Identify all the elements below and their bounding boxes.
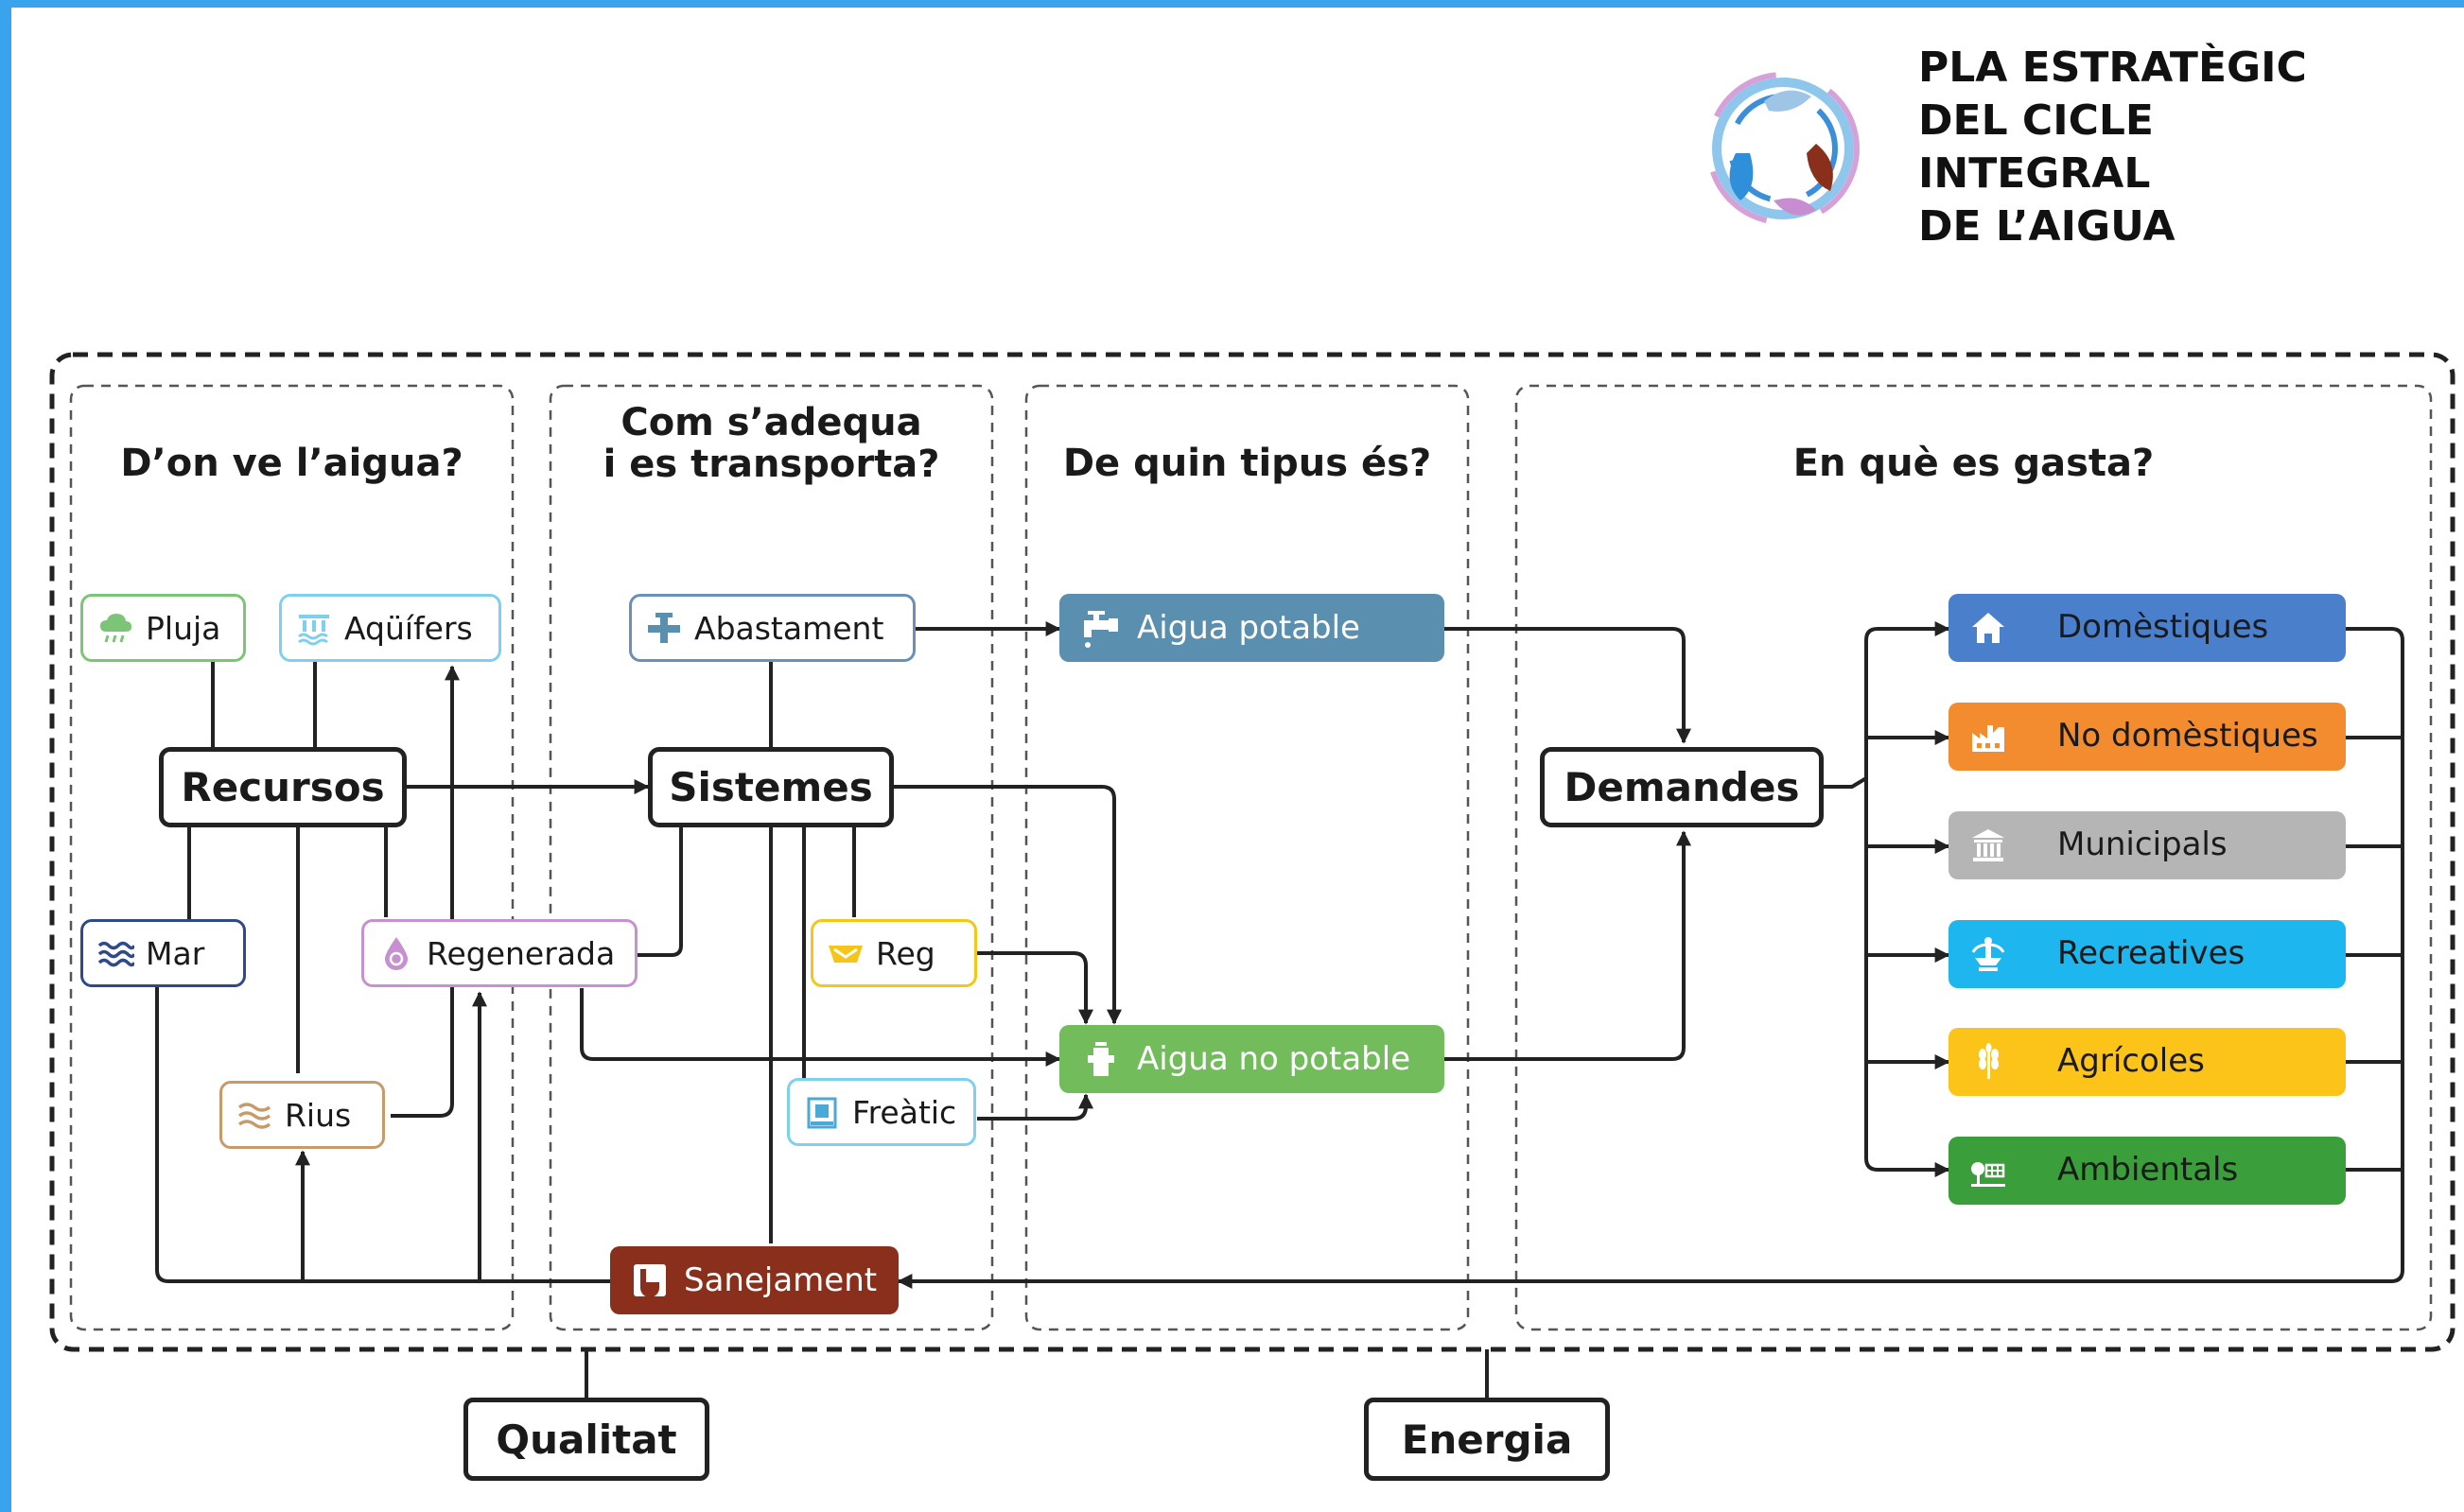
node-sanejament: Sanejament	[610, 1246, 899, 1314]
aquifer-icon	[295, 609, 333, 647]
demand-ambientals: Ambientals	[1948, 1137, 2346, 1205]
demand-no-domestiques: No domèstiques	[1948, 703, 2346, 771]
demand-domestiques: Domèstiques	[1948, 594, 2346, 662]
node-pluja-label: Pluja	[146, 609, 221, 647]
waves-icon	[96, 934, 134, 972]
node-mar: Mar	[80, 919, 246, 987]
column-title-transport: Com s’adequa i es transporta?	[550, 402, 992, 485]
logo-title-line: INTEGRAL	[1918, 149, 2151, 198]
demand-domestiques-label: Domèstiques	[2057, 608, 2269, 646]
node-aigua-potable: Aigua potable	[1059, 594, 1444, 662]
node-mar-label: Mar	[146, 934, 205, 972]
sanitation-icon	[631, 1261, 669, 1299]
demand-recreatives: Recreatives	[1948, 920, 2346, 988]
node-aquifers-label: Aqüífers	[344, 609, 473, 647]
rain-cloud-icon	[96, 609, 134, 647]
column-title-origin: D’on ve l’aigua?	[120, 442, 463, 485]
demand-no-domestiques-label: No domèstiques	[2057, 717, 2318, 755]
irrigation-channel-icon	[827, 934, 865, 972]
demand-municipals-label: Municipals	[2057, 826, 2228, 863]
node-demandes: Demandes	[1540, 747, 1824, 827]
node-aigua-potable-label: Aigua potable	[1137, 609, 1360, 647]
node-freatic: Freàtic	[787, 1078, 976, 1146]
building-columns-icon	[1969, 826, 2007, 864]
factory-icon	[1969, 718, 2007, 756]
node-regenerada-label: Regenerada	[427, 934, 616, 972]
river-icon	[236, 1096, 273, 1134]
footer-energia: Energia	[1364, 1398, 1610, 1481]
node-aigua-no-potable: Aigua no potable	[1059, 1025, 1444, 1093]
hydrant-icon	[1080, 1038, 1122, 1080]
node-rius-label: Rius	[285, 1096, 352, 1134]
house-icon	[1969, 609, 2007, 647]
well-icon	[803, 1093, 841, 1131]
demand-agricoles: Agrícoles	[1948, 1028, 2346, 1096]
logo-title: PLA ESTRATÈGIC DEL CICLE INTEGRAL DE L’A…	[1918, 42, 2307, 253]
logo-emblem	[1698, 59, 1868, 238]
logo-title-line: DE L’AIGUA	[1918, 202, 2176, 251]
logo-title-line: DEL CICLE	[1918, 96, 2154, 145]
demand-ambientals-label: Ambientals	[2057, 1151, 2239, 1189]
fountain-icon	[1969, 935, 2007, 973]
column-title-use: En què es gasta?	[1792, 442, 2155, 485]
wheat-icon	[1969, 1043, 2007, 1081]
node-aigua-no-potable-label: Aigua no potable	[1137, 1040, 1411, 1078]
demand-recreatives-label: Recreatives	[2057, 934, 2246, 972]
node-pluja: Pluja	[80, 594, 246, 662]
node-sanejament-label: Sanejament	[684, 1261, 878, 1299]
node-sistemes: Sistemes	[648, 747, 894, 827]
column-title-type: De quin tipus és?	[1062, 442, 1432, 485]
column-title-transport-line1: Com s’adequa	[620, 401, 922, 444]
logo-title-line: PLA ESTRATÈGIC	[1918, 43, 2307, 92]
node-regenerada: Regenerada	[361, 919, 638, 987]
node-reg-label: Reg	[876, 934, 935, 972]
node-aquifers: Aqüífers	[279, 594, 501, 662]
window-frame-left	[0, 0, 11, 1512]
recycled-drop-icon	[377, 934, 415, 972]
demand-municipals: Municipals	[1948, 811, 2346, 879]
node-recursos: Recursos	[159, 747, 407, 827]
node-abastament-label: Abastament	[694, 609, 884, 647]
node-reg: Reg	[811, 919, 977, 987]
window-frame-top	[0, 0, 2464, 8]
valve-icon	[645, 609, 683, 647]
node-freatic-label: Freàtic	[852, 1093, 957, 1131]
demand-agricoles-label: Agrícoles	[2057, 1042, 2205, 1080]
node-abastament: Abastament	[629, 594, 916, 662]
trees-icon	[1969, 1152, 2007, 1190]
node-rius: Rius	[219, 1081, 385, 1149]
column-title-transport-line2: i es transporta?	[603, 443, 940, 486]
footer-qualitat: Qualitat	[463, 1398, 709, 1481]
tap-icon	[1080, 607, 1122, 649]
